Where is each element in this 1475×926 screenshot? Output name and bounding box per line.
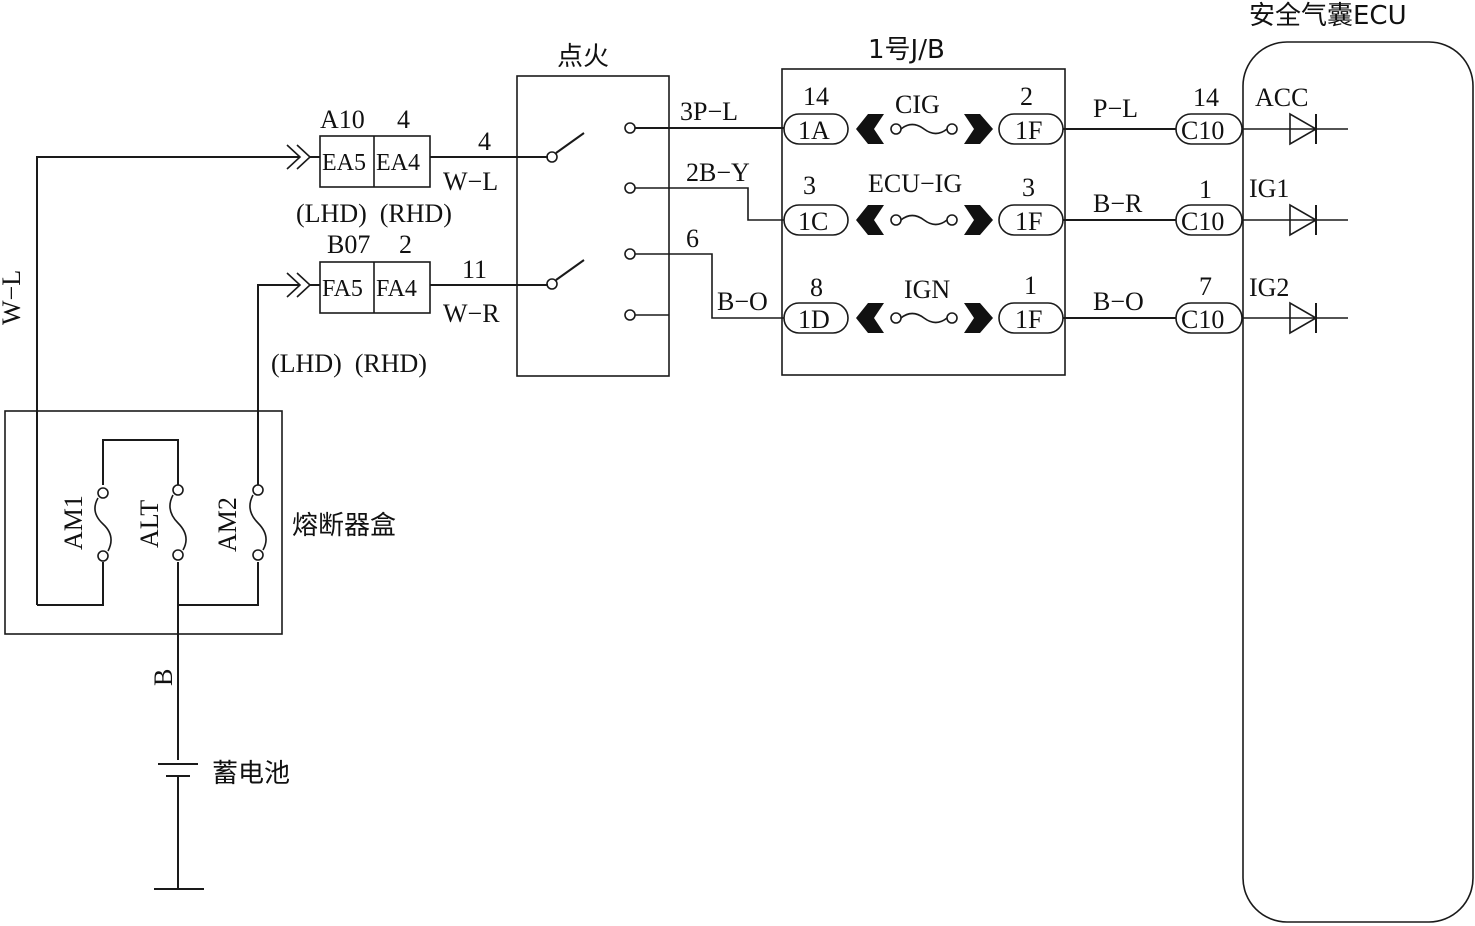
fuse-box-title: 熔断器盒 bbox=[292, 511, 396, 541]
ecu-input-acc: 14 C10 ACC bbox=[1175, 83, 1348, 146]
wire-bottom-label: W−R bbox=[443, 299, 500, 328]
ecu-title: 安全气囊ECU bbox=[1249, 1, 1407, 31]
wire-bottom-pin: 11 bbox=[462, 255, 487, 284]
svg-text:AM1: AM1 bbox=[59, 495, 88, 550]
svg-text:AM2: AM2 bbox=[213, 497, 242, 552]
wire-am1-alt-top bbox=[102, 439, 179, 485]
svg-text:14: 14 bbox=[803, 82, 829, 111]
wire-am1-bottom bbox=[37, 562, 104, 606]
svg-text:IGN: IGN bbox=[904, 275, 950, 304]
svg-text:2: 2 bbox=[1020, 82, 1033, 111]
svg-text:P−L: P−L bbox=[1093, 94, 1138, 123]
jb-fuse-ecu-ig: 3 1C ECU−IG 3 1F bbox=[783, 169, 1064, 236]
ignition-switch-contacts bbox=[546, 122, 669, 321]
svg-text:1F: 1F bbox=[1015, 207, 1042, 236]
wire-wl-left bbox=[36, 156, 300, 605]
ignition-switch-box bbox=[516, 75, 670, 377]
svg-text:1C: 1C bbox=[798, 207, 828, 236]
svg-text:IG2: IG2 bbox=[1249, 273, 1289, 302]
svg-text:C10: C10 bbox=[1181, 305, 1224, 334]
junction-block-frame bbox=[781, 68, 1066, 376]
svg-text:1F: 1F bbox=[1015, 116, 1042, 145]
jb-fuse-ign: 8 1D IGN 1 1F bbox=[783, 271, 1064, 334]
svg-text:1D: 1D bbox=[798, 305, 830, 334]
fuse-alt: ALT bbox=[135, 484, 187, 561]
svg-text:FA5: FA5 bbox=[322, 276, 363, 302]
svg-text:7: 7 bbox=[1199, 272, 1212, 301]
svg-text:B−O: B−O bbox=[1093, 287, 1144, 316]
svg-text:CIG: CIG bbox=[895, 90, 940, 119]
battery-label: 蓄电池 bbox=[212, 759, 290, 789]
svg-text:C10: C10 bbox=[1181, 116, 1224, 145]
wire-sw-out-3 bbox=[635, 253, 784, 319]
svg-text:(LHD) (RHD): (LHD) (RHD) bbox=[271, 349, 427, 378]
svg-text:B−R: B−R bbox=[1093, 189, 1143, 218]
wire-wl-left-label: W−L bbox=[0, 270, 26, 325]
svg-text:6: 6 bbox=[686, 224, 699, 253]
wire-top-label: W−L bbox=[443, 167, 498, 196]
wire-battery-label: B bbox=[149, 669, 178, 686]
ecu-input-ig2: 7 C10 IG2 bbox=[1175, 272, 1348, 335]
wire-top-pin: 4 bbox=[478, 127, 491, 156]
svg-text:3P−L: 3P−L bbox=[680, 97, 738, 126]
ecu-input-ig1: 1 C10 IG1 bbox=[1175, 174, 1348, 237]
connector-top: EA5 EA4 A10 4 (LHD) (RHD) bbox=[286, 105, 452, 228]
svg-text:1F: 1F bbox=[1015, 305, 1042, 334]
svg-text:ALT: ALT bbox=[135, 500, 164, 548]
svg-text:B07: B07 bbox=[327, 230, 370, 259]
svg-text:2B−Y: 2B−Y bbox=[686, 158, 750, 187]
svg-text:EA5: EA5 bbox=[322, 150, 366, 176]
wire-sw-out-2 bbox=[635, 187, 784, 221]
svg-text:IG1: IG1 bbox=[1249, 174, 1289, 203]
svg-text:1A: 1A bbox=[798, 116, 830, 145]
svg-text:3: 3 bbox=[803, 171, 816, 200]
svg-text:8: 8 bbox=[810, 273, 823, 302]
svg-text:EA4: EA4 bbox=[376, 150, 420, 176]
svg-text:A10: A10 bbox=[320, 105, 365, 134]
ignition-switch-title: 点火 bbox=[557, 42, 609, 72]
svg-text:(LHD) (RHD): (LHD) (RHD) bbox=[296, 199, 452, 228]
svg-text:1: 1 bbox=[1199, 175, 1212, 204]
fuse-box-frame bbox=[4, 410, 283, 635]
svg-text:B−O: B−O bbox=[717, 287, 768, 316]
wire-am2-up bbox=[257, 284, 300, 485]
svg-text:3: 3 bbox=[1022, 173, 1035, 202]
battery-symbol bbox=[154, 763, 204, 890]
svg-text:1: 1 bbox=[1024, 271, 1037, 300]
svg-text:FA4: FA4 bbox=[376, 276, 417, 302]
svg-text:4: 4 bbox=[397, 105, 410, 134]
svg-text:2: 2 bbox=[399, 230, 412, 259]
svg-text:14: 14 bbox=[1193, 83, 1219, 112]
connector-bottom: FA5 FA4 B07 2 (LHD) (RHD) bbox=[271, 230, 431, 378]
svg-text:ECU−IG: ECU−IG bbox=[868, 169, 962, 198]
svg-text:C10: C10 bbox=[1181, 207, 1224, 236]
svg-text:ACC: ACC bbox=[1255, 83, 1308, 112]
fuse-am2: AM2 bbox=[213, 484, 267, 561]
fuse-am1: AM1 bbox=[59, 487, 112, 562]
junction-block-title: 1号J/B bbox=[868, 35, 945, 65]
wire-alt-am2 bbox=[178, 562, 259, 606]
jb-fuse-cig: 14 1A CIG 2 1F bbox=[783, 82, 1064, 145]
ecu-frame bbox=[1242, 41, 1474, 923]
